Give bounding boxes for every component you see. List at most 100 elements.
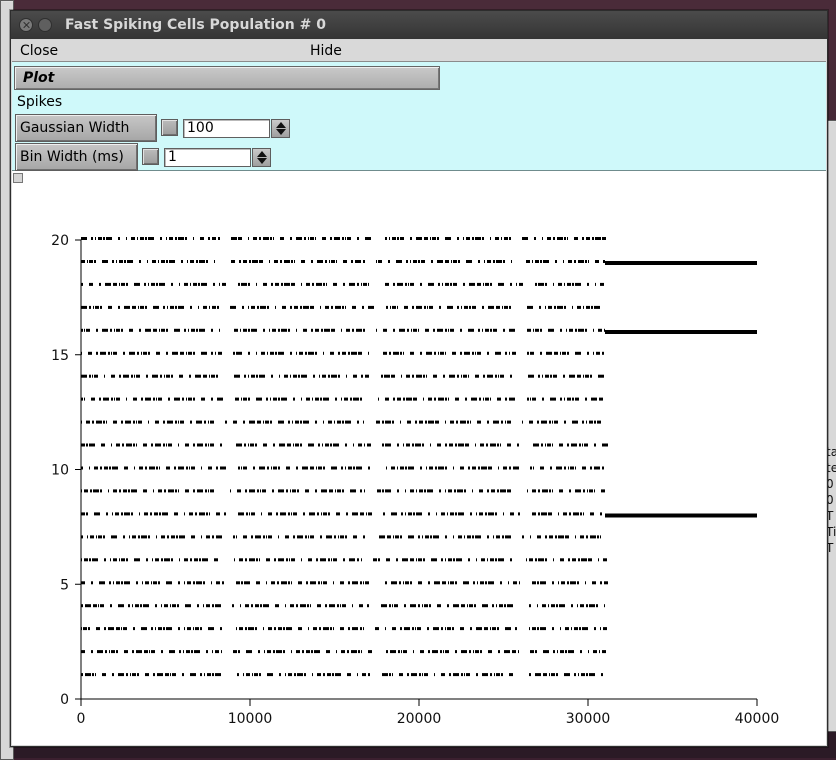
- spike-mark: [242, 306, 244, 309]
- spike-mark: [486, 444, 488, 447]
- spike-mark: [265, 421, 269, 424]
- spike-mark: [168, 398, 170, 401]
- spike-mark: [519, 581, 520, 584]
- spike-mark: [513, 467, 519, 470]
- spike-mark: [569, 489, 571, 492]
- spike-mark: [358, 650, 360, 653]
- spike-mark: [422, 444, 424, 447]
- spike-mark: [112, 260, 114, 263]
- spike-mark: [212, 650, 213, 653]
- spike-mark: [106, 421, 107, 424]
- spike-mark: [254, 673, 258, 676]
- minimize-window-icon[interactable]: [38, 18, 52, 32]
- spike-mark: [111, 352, 112, 355]
- spike-mark: [350, 489, 356, 492]
- spike-mark: [418, 604, 420, 607]
- spike-mark: [438, 283, 440, 286]
- spike-mark: [600, 512, 602, 515]
- spike-mark: [572, 306, 573, 309]
- spike-mark: [163, 627, 165, 630]
- spike-mark: [259, 558, 260, 561]
- spike-mark: [588, 260, 589, 263]
- menu-close[interactable]: Close: [18, 42, 60, 60]
- spike-mark: [118, 673, 124, 676]
- spike-mark: [187, 581, 191, 584]
- bin-width-button[interactable]: Bin Width (ms): [15, 143, 138, 171]
- spike-mark: [415, 627, 416, 630]
- spike-mark: [498, 467, 499, 470]
- gaussian-width-button[interactable]: Gaussian Width (ms): [15, 114, 157, 142]
- close-window-icon[interactable]: [19, 18, 33, 32]
- spike-mark: [353, 398, 359, 401]
- spike-mark: [448, 489, 452, 492]
- spike-mark: [391, 581, 397, 584]
- spike-mark: [428, 581, 430, 584]
- spike-mark: [315, 237, 316, 240]
- spike-mark: [382, 444, 384, 447]
- bin-width-field[interactable]: 1: [164, 148, 251, 167]
- spike-mark: [496, 673, 500, 676]
- spike-mark: [322, 237, 326, 240]
- spike-mark: [81, 398, 83, 401]
- spike-mark: [549, 489, 551, 492]
- spike-mark: [290, 352, 292, 355]
- plot-button[interactable]: Plot: [14, 66, 440, 90]
- spike-mark: [104, 627, 106, 630]
- spike-mark: [473, 650, 474, 653]
- spike-mark: [290, 375, 291, 378]
- gaussian-width-stepper[interactable]: [271, 119, 290, 138]
- spike-mark: [376, 421, 380, 424]
- gaussian-width-toggle[interactable]: [161, 119, 178, 136]
- spike-mark: [477, 352, 481, 355]
- spike-mark: [481, 558, 485, 561]
- spike-mark: [248, 329, 250, 332]
- spike-mark: [475, 352, 476, 355]
- spike-mark: [334, 535, 336, 538]
- spike-mark: [453, 604, 459, 607]
- spike-mark: [152, 375, 158, 378]
- spike-mark: [81, 260, 85, 263]
- spike-mark: [168, 489, 174, 492]
- spike-mark: [402, 558, 408, 561]
- spike-mark: [184, 329, 186, 332]
- spike-mark: [260, 306, 266, 309]
- spike-mark: [232, 604, 234, 607]
- spike-mark: [215, 673, 221, 676]
- spike-mark: [291, 512, 292, 515]
- spike-mark: [279, 673, 281, 676]
- spike-mark: [113, 283, 117, 286]
- spike-mark: [294, 306, 298, 309]
- spike-mark: [256, 352, 257, 355]
- spike-mark: [410, 604, 416, 607]
- spike-mark: [472, 467, 476, 470]
- spike-mark: [293, 535, 295, 538]
- spike-mark: [431, 260, 433, 263]
- spike-mark: [246, 512, 248, 515]
- spike-mark: [427, 489, 433, 492]
- spike-mark: [274, 627, 276, 630]
- spike-mark: [331, 558, 332, 561]
- spike-mark: [352, 581, 358, 584]
- spike-mark: [248, 237, 249, 240]
- spike-mark: [465, 444, 469, 447]
- spike-mark: [273, 398, 277, 401]
- spike-mark: [540, 627, 546, 630]
- gaussian-width-field[interactable]: 100: [183, 119, 270, 138]
- spike-mark: [139, 329, 141, 332]
- spike-mark: [233, 650, 237, 653]
- menu-hide[interactable]: Hide: [308, 42, 344, 60]
- spike-mark: [166, 581, 172, 584]
- spike-mark: [413, 329, 417, 332]
- spike-mark: [403, 398, 405, 401]
- bin-width-stepper[interactable]: [252, 148, 271, 167]
- spike-mark: [243, 398, 247, 401]
- spike-mark: [357, 237, 359, 240]
- spike-mark: [238, 237, 242, 240]
- spike-mark: [494, 673, 495, 676]
- spike-mark: [468, 329, 474, 332]
- spike-mark: [143, 604, 149, 607]
- bin-width-toggle[interactable]: [142, 148, 159, 165]
- spike-mark: [541, 444, 543, 447]
- spike-mark: [237, 673, 239, 676]
- spike-mark: [582, 421, 584, 424]
